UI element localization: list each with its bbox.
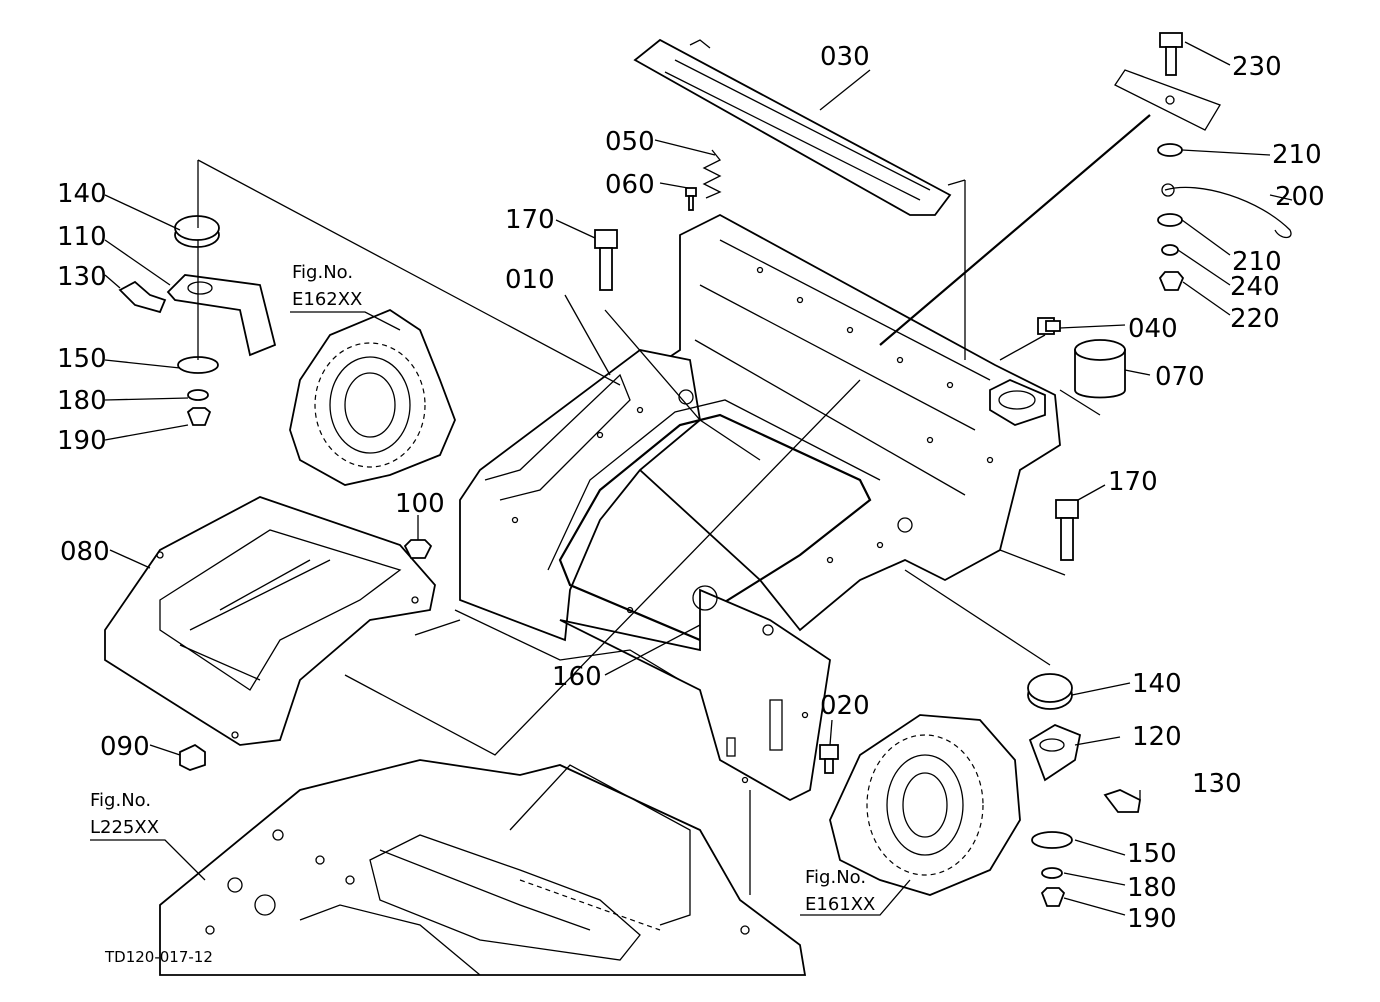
floor-plate-drawing [159,759,807,976]
small-fasteners [179,539,839,774]
callout-110: 110 [57,222,107,252]
callout-180-left: 180 [57,386,107,416]
callout-210-lower: 210 [1232,247,1282,277]
hex-bolt-icon [1159,32,1183,48]
callout-240: 240 [1230,272,1280,302]
callout-210-upper: 210 [1272,140,1322,170]
callout-030: 030 [820,42,870,72]
fig-ref-l225-line1: Fig.No. [90,790,151,811]
spring-and-screw [685,149,722,211]
callout-170-upper: 170 [505,205,555,235]
callout-040: 040 [1128,314,1178,344]
hardware-stack-right-top [1114,32,1292,291]
fig-ref-e161-line2: E161XX [805,894,875,915]
callout-160: 160 [552,662,602,692]
main-frame-drawing [454,213,1061,802]
spring-icon [702,149,722,199]
callout-180-right: 180 [1127,873,1177,903]
callout-060: 060 [605,170,655,200]
callout-130-right: 130 [1192,769,1242,799]
seat-pan-drawing [104,496,436,746]
mount-stack-left [118,215,277,426]
housing-e161-drawing [829,714,1021,896]
callout-050: 050 [605,127,655,157]
callout-230: 230 [1232,52,1282,82]
washer-icon [1157,143,1183,157]
figure-references: Fig.No. E162XX Fig.No. L225XX Fig.No. E1… [90,262,875,915]
bolt-170-upper [594,229,618,291]
callout-140-right: 140 [1132,669,1182,699]
callout-020: 020 [820,691,870,721]
mount-stack-right [1027,673,1141,907]
callout-labels: 230 210 200 210 240 220 030 050 060 170 … [57,42,1325,934]
fig-ref-l225-line2: L225XX [90,817,159,838]
callout-100: 100 [395,489,445,519]
bolt-170-lower [1055,499,1079,561]
cover-plate-drawing [633,38,952,216]
callout-150-left: 150 [57,344,107,374]
fig-ref-e162-line2: E162XX [292,289,362,310]
callout-080: 080 [60,537,110,567]
callout-190-left: 190 [57,426,107,456]
drawing-id: TD120-017-12 [104,948,213,966]
nut-icon [1158,271,1185,291]
housing-e162-drawing [289,308,456,486]
bracket-icon [166,274,277,357]
callout-200: 200 [1275,182,1325,212]
callout-090: 090 [100,732,150,762]
fig-ref-e161-line1: Fig.No. [805,867,866,888]
callout-010: 010 [505,265,555,295]
callout-120: 120 [1132,722,1182,752]
callout-190-right: 190 [1127,904,1177,934]
fig-ref-e162-line1: Fig.No. [292,262,353,283]
leader-and-guide-lines [90,41,1293,916]
callout-130-left: 130 [57,262,107,292]
callout-170-lower: 170 [1108,467,1158,497]
callout-220: 220 [1230,304,1280,334]
callout-070: 070 [1155,362,1205,392]
callout-150-right: 150 [1127,839,1177,869]
bolt-040-and-cup-070 [1037,317,1126,399]
callout-140-left: 140 [57,179,107,209]
